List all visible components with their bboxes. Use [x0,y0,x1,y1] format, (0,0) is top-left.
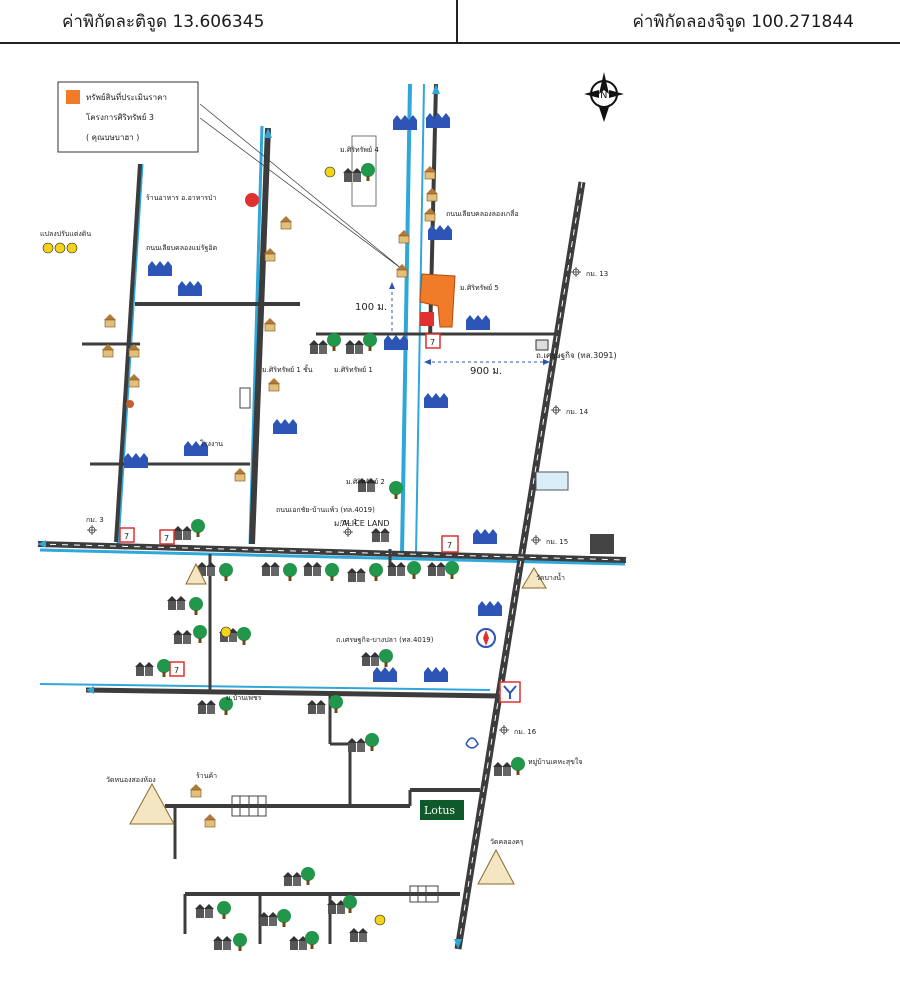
longitude-label: ค่าพิกัดลองจิจูด 100.271844 [632,12,855,32]
place-label: ม.ศิริทรัพย์ 4 [340,146,379,154]
place-label: วัดหนองสองห้อง [106,776,156,784]
coordinate-header: ค่าพิกัดละติจูด 13.606345 ค่าพิกัดลองจิจ… [0,0,900,44]
landmarks: Lotus [126,135,614,926]
pump-label: แปลงปรับแต่งดิน [40,230,91,238]
km-1-label: กม. 1 [340,518,358,526]
latitude-label: ค่าพิกัดละติจูด 13.606345 [62,12,265,32]
place-label: ม.ศิริทรัพย์ 1 ชั้น [262,363,313,374]
svg-text:7: 7 [174,666,179,675]
place-label: วัดคลองครุ [490,838,524,846]
place-label: ม.ศิริทรัพย์ 5 [460,284,499,292]
pump-markers: แปลงปรับแต่งดิน [40,230,91,254]
place-label: วัดบางน้ำ [536,571,565,582]
temple-icons [129,562,547,885]
road-4019b-label: ถ.เศรษฐกิจ-บางปลา (ทล.4019) [336,636,434,644]
legend-line2: โครงการศิริทรัพย์ 3 [86,112,154,122]
lotus-label: Lotus [424,804,455,817]
map-labels: ถ.เศรษฐกิจ (ทล.3091) ม.ALICE LAND ถนนเอก… [106,146,617,846]
km-3-label: กม. 3 [86,516,104,524]
compass-letter: N [600,90,607,101]
place-label: ม.ศิริทรัพย์ 2 [346,478,385,486]
legend: ทรัพย์สินที่ประเมินราคา โครงการศิริทรัพย… [57,81,199,153]
svg-text:7: 7 [447,541,452,550]
svg-text:7: 7 [430,338,435,347]
place-label: ร้านค้า [196,772,217,780]
main-road-label: ถ.เศรษฐกิจ (ทล.3091) [536,351,617,360]
roads [37,83,627,950]
store-icons: 7 7 7 7 7 [119,333,459,677]
distance-markers: 100 ม. 900 ม. [355,282,550,377]
svg-text:7: 7 [164,534,169,543]
km-16-label: กม. 16 [514,728,537,736]
place-label: ม.ศิริทรัพย์ 1 [334,366,373,374]
legend-line3: ( คุณบษบาฮา ) [86,133,139,142]
place-label: หมู่บ้านเคหะสุขใจ [528,757,582,766]
road-4019-label: ถนนเอกชัย-บ้านแพ้ว (ทล.4019) [276,506,375,514]
compass-icon: N [584,72,624,122]
canals [39,83,626,691]
km-14-label: กม. 14 [566,408,589,416]
legend-swatch [66,90,80,104]
svg-text:7: 7 [124,532,129,541]
subject-plot [199,103,456,328]
km-markers: กม. 13 กม. 14 กม. 15 กม. 16 กม. 3 กม. 1 [86,266,608,736]
km-15-label: กม. 15 [546,538,568,546]
distance-900-label: 900 ม. [470,366,502,377]
legend-line1: ทรัพย์สินที่ประเมินราคา [86,91,167,102]
khlong-road-2-label: ถนนเลียบคลองลองเกลื่อ [446,209,519,218]
place-label: ม.บ้านเพชร [226,694,262,702]
alice-land-label: ม.ALICE LAND [334,519,390,528]
location-map: 100 ม. 900 ม. ทรัพย์สินที่ประเมินราคา โค… [37,72,627,951]
header-divider [456,0,458,42]
km-13-label: กม. 13 [586,270,608,278]
place-label: โรงงาน [200,439,223,448]
place-label: ร้านอาหาร อ.อาหารป่า [146,194,216,202]
distance-100-label: 100 ม. [355,302,387,313]
khlong-road-label: ถนนเลียบคลองแม่รัฐอิต [146,244,218,252]
